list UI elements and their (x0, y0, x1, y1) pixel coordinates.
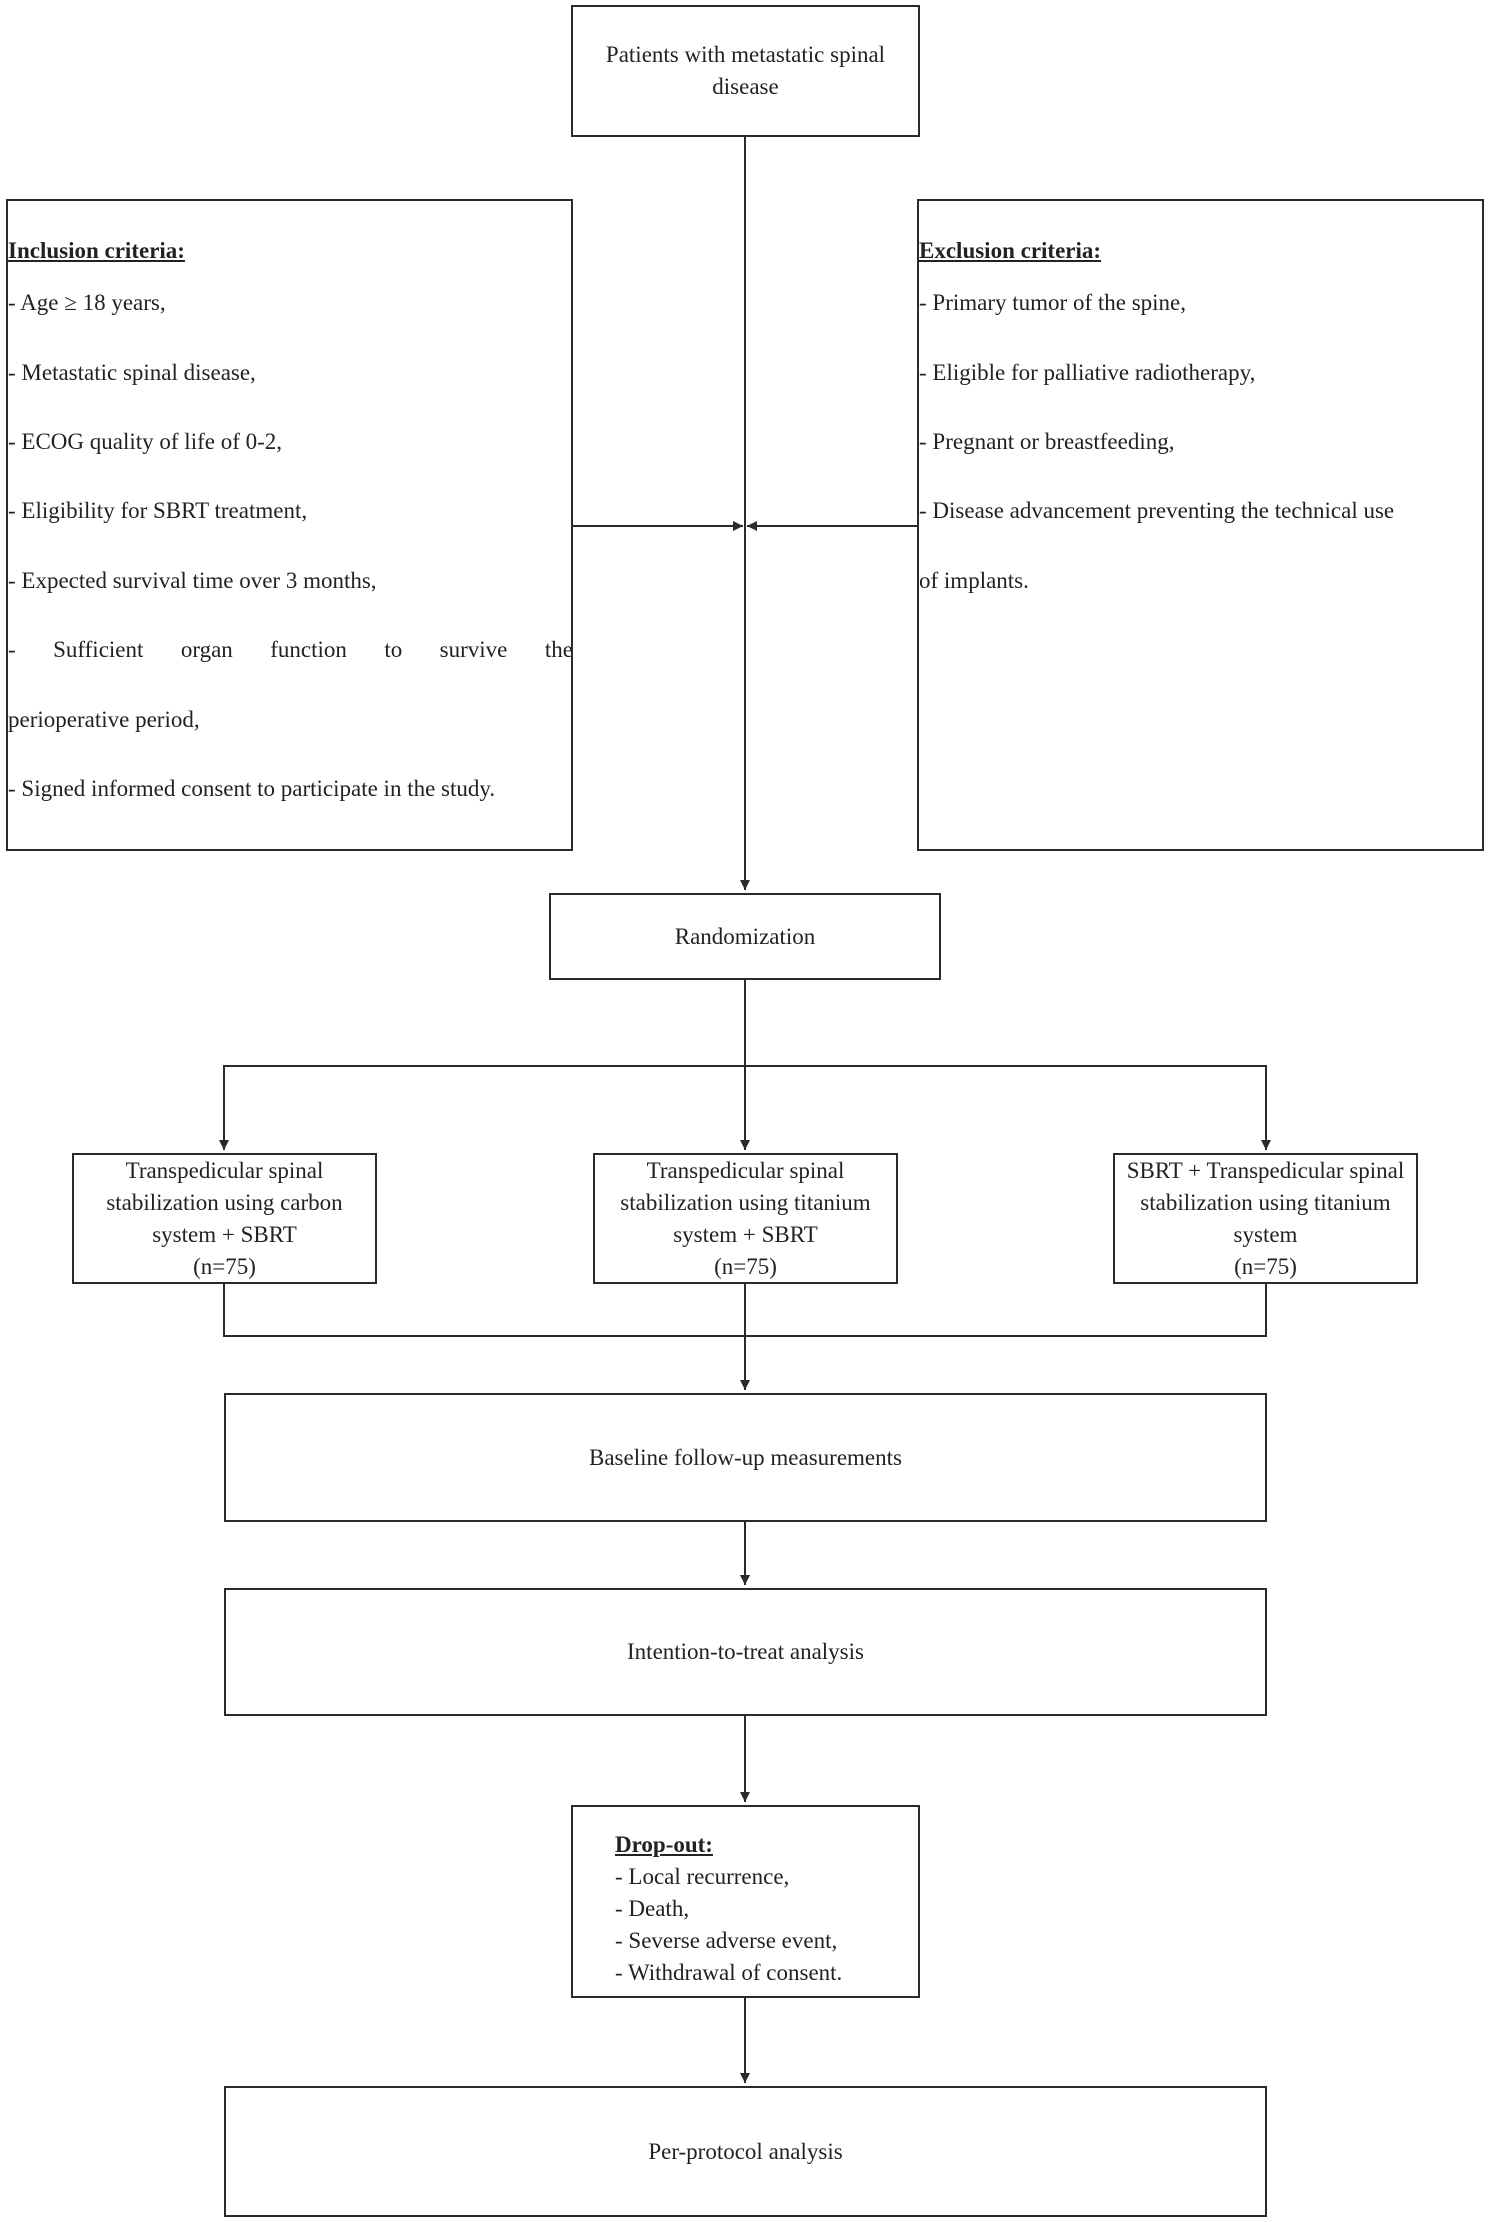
start-box-label: Patients with metastatic spinal disease (605, 42, 886, 99)
inclusion-item-justified: - Sufficient organ function to survive t… (8, 634, 573, 666)
arm-box-sbrt-first: SBRT + Transpedicular spinal stabilizati… (1113, 1153, 1418, 1284)
dropout-item: - Local recurrence, (615, 1864, 790, 1889)
inclusion-word: - (8, 637, 16, 662)
inclusion-item: perioperative period, (8, 707, 200, 732)
inclusion-word: the (544, 637, 573, 662)
baseline-box: Baseline follow-up measurements (224, 1393, 1267, 1522)
dropout-item: - Seversе adverse event, (615, 1928, 838, 1953)
inclusion-item: - Age ≥ 18 years, (8, 290, 166, 315)
inclusion-item: - Signed informed consent to participate… (8, 776, 496, 801)
itt-box: Intention-to-treat analysis (224, 1588, 1267, 1716)
arm-box-titanium: Transpedicular spinal stabilization usin… (593, 1153, 898, 1284)
dropout-item: - Withdrawal of consent. (615, 1960, 843, 1985)
arm-label: Transpedicular spinal stabilization usin… (106, 1157, 343, 1247)
randomization-box: Randomization (549, 893, 941, 980)
perprotocol-label: Per-protocol analysis (648, 2138, 843, 2164)
exclusion-criteria-title: Exclusion criteria: (919, 238, 1102, 263)
dropout-box: Drop-out: - Local recurrence, - Death, -… (571, 1805, 920, 1998)
itt-label: Intention-to-treat analysis (627, 1639, 864, 1664)
inclusion-item: - ECOG quality of life of 0-2, (8, 429, 283, 454)
inclusion-criteria-box: Inclusion criteria: - Age ≥ 18 years, - … (6, 199, 573, 851)
arm-label: SBRT + Transpedicular spinal stabilizati… (1126, 1157, 1405, 1247)
inclusion-word: organ (180, 637, 233, 662)
arm-sample-size: (n=75) (714, 1253, 777, 1279)
baseline-label: Baseline follow-up measurements (589, 1444, 902, 1470)
randomization-label: Randomization (674, 923, 816, 949)
exclusion-item: - Disease advancement preventing the tec… (919, 498, 1395, 523)
dropout-title: Drop-out: (615, 1832, 713, 1857)
inclusion-item: - Metastatic spinal disease, (8, 360, 256, 385)
inclusion-word: survive (439, 637, 508, 662)
perprotocol-box: Per-protocol analysis (224, 2086, 1267, 2217)
inclusion-word: function (270, 637, 347, 662)
arm-label: Transpedicular spinal stabilization usin… (620, 1157, 871, 1247)
arm-box-carbon: Transpedicular spinal stabilization usin… (72, 1153, 377, 1284)
exclusion-item: of implants. (919, 568, 1029, 593)
start-box: Patients with metastatic spinal disease (571, 5, 920, 137)
exclusion-item: - Pregnant or breastfeeding, (919, 429, 1175, 454)
exclusion-criteria-box: Exclusion criteria: - Primary tumor of t… (917, 199, 1484, 851)
inclusion-word: to (384, 637, 403, 662)
inclusion-word: Sufficient (53, 637, 144, 662)
arm-sample-size: (n=75) (193, 1253, 256, 1279)
inclusion-criteria-title: Inclusion criteria: (8, 238, 185, 263)
exclusion-item: - Eligible for palliative radiotherapy, (919, 360, 1256, 385)
exclusion-item: - Primary tumor of the spine, (919, 290, 1187, 315)
inclusion-item: - Expected survival time over 3 months, (8, 568, 377, 593)
arm-sample-size: (n=75) (1234, 1253, 1297, 1279)
inclusion-item: - Eligibility for SBRT treatment, (8, 498, 308, 523)
dropout-item: - Death, (615, 1896, 690, 1921)
